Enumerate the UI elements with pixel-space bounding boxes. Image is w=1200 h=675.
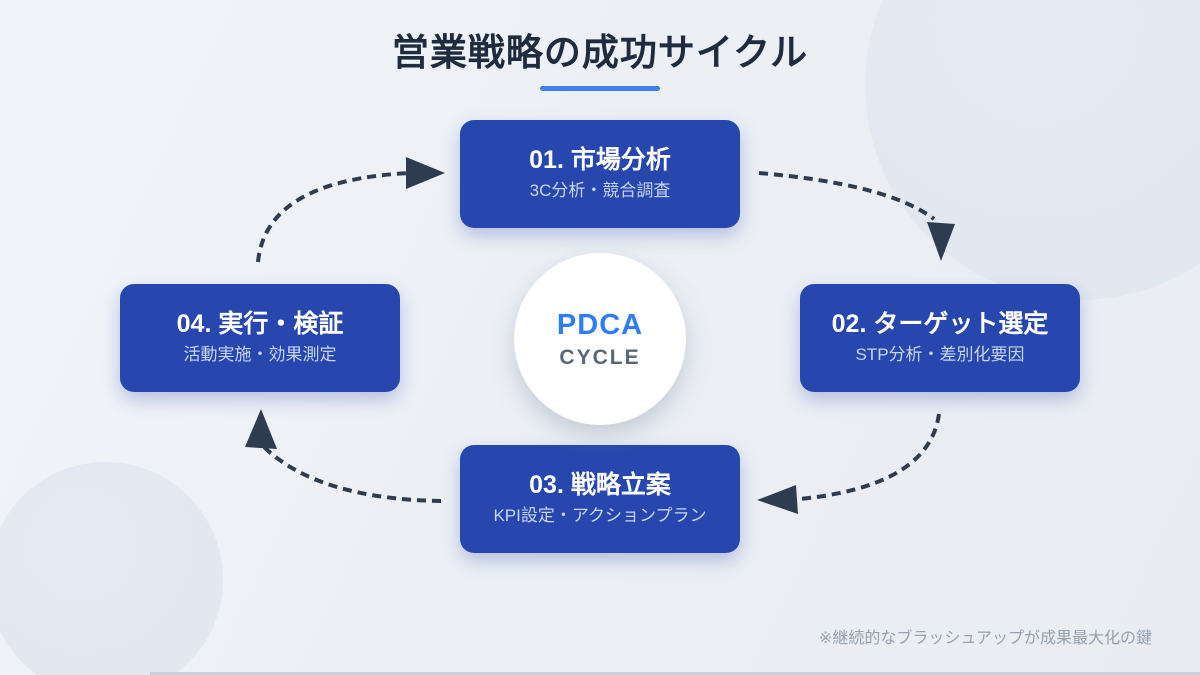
slide-header: 営業戦略の成功サイクル [0,22,1200,91]
title-underline [540,86,660,91]
arrowhead-right-icon [406,157,445,189]
pdca-label: PDCA [556,308,644,341]
arrow-curve [256,171,411,263]
arrowhead-left-icon [757,485,798,514]
step-card-1-market-analysis: 01. 市場分析 3C分析・競合調査 [460,120,740,228]
step-label: 02. ターゲット選定 [831,310,1049,339]
step-subtitle: KPI設定・アクションプラン [493,505,707,525]
step-label: 01. 市場分析 [529,146,671,175]
arrow-step4-to-step1 [256,157,445,263]
step-subtitle: STP分析・差別化要因 [855,344,1025,364]
arrow-step3-to-step4 [245,409,442,503]
step-subtitle: 活動実施・効果測定 [183,344,337,364]
arrowhead-down-icon [927,222,955,261]
arrow-step2-to-step3 [757,413,941,514]
arrowhead-up-icon [245,409,277,449]
step-card-4-execute-verify: 04. 実行・検証 活動実施・効果測定 [120,284,400,392]
step-label: 04. 実行・検証 [176,310,344,339]
arrow-step1-to-step2 [758,171,955,261]
arrow-curve [262,445,442,503]
step-card-3-strategy-planning: 03. 戦略立案 KPI設定・アクションプラン [460,445,740,553]
bottom-edge-line [150,672,1200,675]
cycle-label: CYCLE [559,345,641,369]
step-card-2-target-selection: 02. ターゲット選定 STP分析・差別化要因 [800,284,1080,392]
arrow-curve [799,413,941,501]
arrow-curve [758,171,936,221]
step-subtitle: 3C分析・競合調査 [529,180,671,200]
footnote: ※継続的なブラッシュアップが成果最大化の鍵 [818,630,1152,647]
decor-circle-bottom-left [0,462,223,675]
page-title: 営業戦略の成功サイクル [391,32,809,73]
pdca-circle: PDCA CYCLE [514,253,686,425]
step-label: 03. 戦略立案 [529,471,671,500]
